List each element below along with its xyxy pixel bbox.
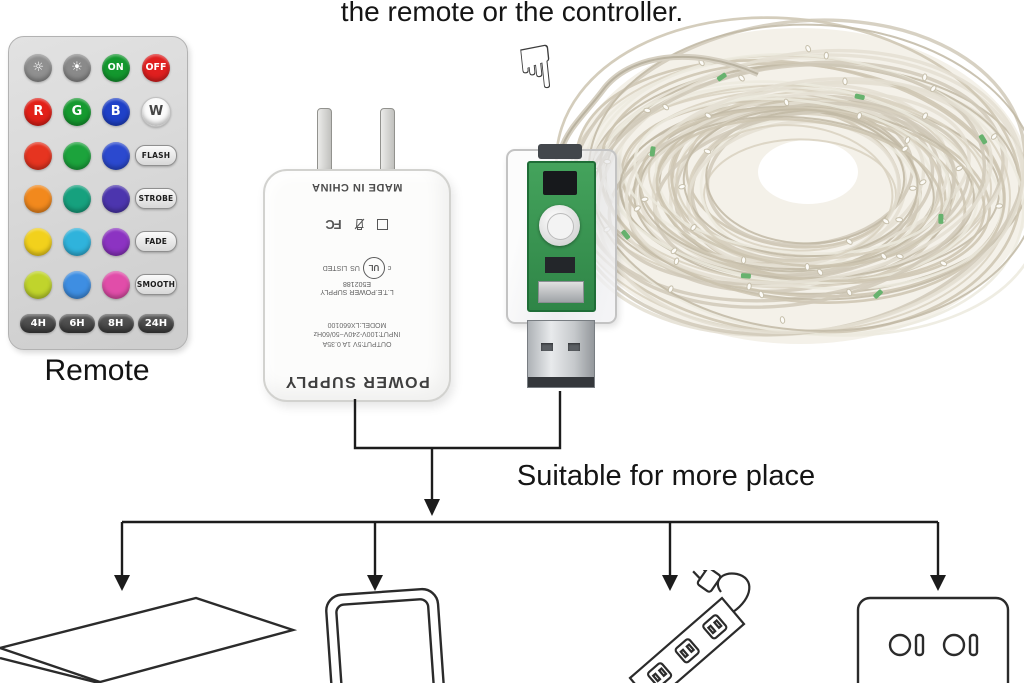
remote-button-color-indigo	[101, 184, 130, 213]
power-adapter: POWER SUPPLY OUTPUT:5V 1A 0.35A INPUT:10…	[263, 169, 451, 402]
wall-socket-icon	[856, 596, 1010, 683]
remote-button-smooth: SMOOTH	[135, 274, 177, 295]
remote-button-timer-24h: 24H	[138, 313, 174, 333]
pcb-metal-shield	[538, 281, 584, 303]
remote-button-color-skyblue	[62, 227, 91, 256]
controller-button-core	[547, 213, 574, 240]
remote-button-fade: FADE	[135, 231, 177, 252]
fcc-icon: FC	[326, 217, 342, 233]
adapter-e-number: E502188	[343, 279, 372, 287]
remote-button-color-red	[24, 141, 53, 170]
adapter-output: OUTPUT:5V 1A 0.35A	[322, 339, 392, 347]
controller-button	[539, 205, 580, 246]
adapter-prong-right	[380, 108, 395, 174]
ul-us-mark: US	[350, 264, 360, 272]
adapter-certifications: L.T.E.POWER SUPPLY E502188 c UL US LISTE…	[320, 256, 394, 295]
remote-button-timer-8h: 8H	[97, 313, 134, 333]
adapter-prong-left	[317, 108, 332, 174]
adapter-supplier: L.T.E.POWER SUPPLY	[320, 287, 394, 295]
ul-mark: c UL US LISTED	[322, 256, 392, 279]
power-strip-icon	[628, 570, 751, 683]
remote-button-color-purple	[101, 227, 130, 256]
usb-shield-hole	[568, 343, 580, 351]
page-title: the remote or the controller.	[340, 0, 684, 27]
remote-button-timer-4h: 4H	[20, 313, 57, 333]
arrow-down-socket	[930, 575, 946, 591]
arrow-down-shelf	[114, 575, 130, 591]
adapter-mark-icons: FC	[326, 217, 388, 233]
usb-shield-hole	[541, 343, 553, 351]
remote-button-color-lightblue	[62, 270, 91, 299]
ic-chip	[543, 171, 577, 195]
remote-button-g: G	[62, 97, 91, 126]
pcb-component	[545, 257, 575, 273]
usb-connector	[527, 320, 595, 388]
remote-button-w: W	[141, 96, 171, 127]
remote-button-r: R	[24, 97, 53, 126]
made-in-china-text: MADE IN CHINA	[311, 181, 403, 193]
pointing-hand-icon: ☟	[514, 32, 559, 106]
remote-button-on: ON	[101, 53, 130, 82]
remote-button-brightness-up: ☀	[62, 53, 91, 82]
remote-button-color-yellow	[24, 227, 53, 256]
remote-button-color-orange	[24, 184, 53, 213]
remote-button-brightness-down: ☼	[24, 53, 53, 82]
remote-button-color-pink	[101, 270, 130, 299]
remote-button-off: OFF	[142, 53, 170, 82]
remote-button-b: B	[101, 97, 130, 126]
shelf-icon	[0, 596, 298, 683]
adapter-label: POWER SUPPLY OUTPUT:5V 1A 0.35A INPUT:10…	[277, 181, 437, 390]
ul-badge-icon: UL	[362, 256, 385, 279]
remote-button-timer-6h: 6H	[58, 313, 95, 333]
trash-bin-icon	[354, 219, 365, 231]
remote-button-color-teal	[62, 184, 91, 213]
remote-button-flash: FLASH	[135, 145, 177, 166]
usb-controller	[506, 144, 617, 324]
remote-button-color-green	[62, 141, 91, 170]
remote-button-color-lime	[24, 270, 53, 299]
usb-opening	[528, 377, 594, 387]
wire-clamp	[538, 144, 582, 159]
power-supply-text: POWER SUPPLY	[284, 373, 430, 390]
adapter-input: INPUT:100V-240V~50/60Hz	[313, 330, 401, 338]
remote-button-color-blue	[101, 141, 130, 170]
ul-listed-text: LISTED	[322, 264, 348, 272]
phone-icon	[325, 587, 447, 683]
ul-c-mark: c	[387, 264, 392, 272]
remote-label: Remote	[44, 354, 150, 387]
adapter-model: MODEL:LX660100	[327, 320, 387, 328]
string-lights-coil	[555, 16, 1024, 344]
arrow-down-mid	[424, 499, 440, 516]
controller-pcb	[527, 161, 596, 312]
double-insulation-icon	[376, 219, 388, 231]
remote-button-strobe: STROBE	[135, 188, 177, 209]
adapter-spec-text: OUTPUT:5V 1A 0.35A INPUT:100V-240V~50/60…	[314, 319, 401, 347]
distribution-lines	[120, 520, 940, 576]
subtitle: Suitable for more place	[516, 460, 816, 492]
